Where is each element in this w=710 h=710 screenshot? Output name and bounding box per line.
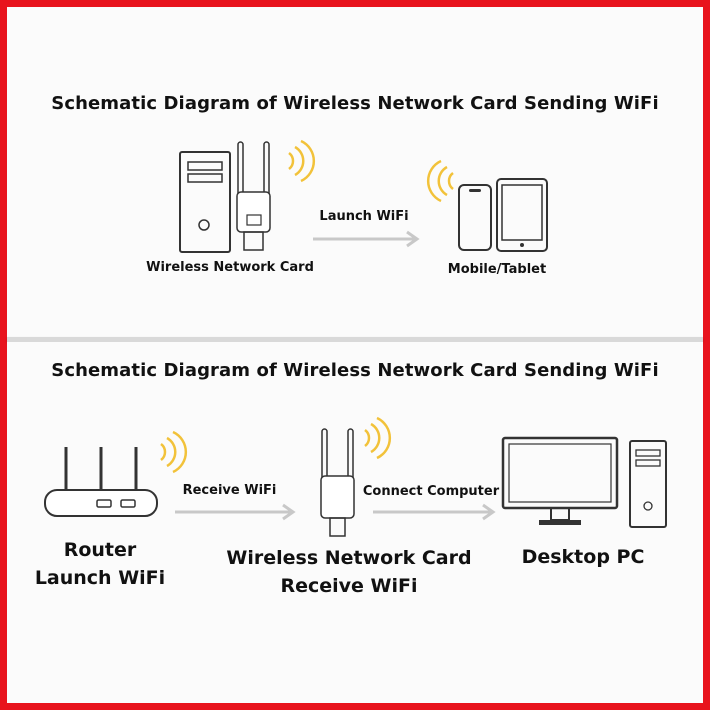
router-label-line2: Launch WiFi — [25, 564, 175, 592]
desktop-pc-label: Desktop PC — [493, 543, 673, 571]
top-title: Schematic Diagram of Wireless Network Ca… — [7, 93, 703, 114]
arrow-right-icon — [313, 229, 425, 249]
bottom-panel: Schematic Diagram of Wireless Network Ca… — [7, 342, 703, 703]
router-label-line1: Router — [25, 536, 175, 564]
wireless-card-label: Wireless Network Card — [132, 260, 328, 275]
mobile-tablet-label: Mobile/Tablet — [427, 262, 567, 277]
arrow-right-icon — [175, 502, 301, 522]
connect-computer-label: Connect Computer — [351, 484, 511, 499]
router-icon — [41, 442, 171, 522]
computer-tower-icon — [627, 438, 671, 532]
wifi-signal-icon — [155, 426, 195, 476]
usb-wifi-adapter-icon — [229, 137, 279, 262]
computer-tower-icon — [177, 147, 237, 257]
monitor-icon — [499, 434, 623, 530]
card-label-line2: Receive WiFi — [205, 572, 493, 600]
bottom-title: Schematic Diagram of Wireless Network Ca… — [7, 360, 703, 381]
arrow-right-icon — [373, 502, 501, 522]
receive-wifi-label: Receive WiFi — [167, 483, 292, 498]
smartphone-icon — [457, 183, 497, 255]
wifi-signal-icon — [283, 135, 323, 185]
tablet-icon — [495, 177, 551, 255]
card-label-line1: Wireless Network Card — [205, 544, 493, 572]
wifi-signal-icon — [359, 412, 399, 462]
launch-wifi-label: Launch WiFi — [299, 209, 429, 224]
top-panel: Schematic Diagram of Wireless Network Ca… — [7, 7, 703, 337]
